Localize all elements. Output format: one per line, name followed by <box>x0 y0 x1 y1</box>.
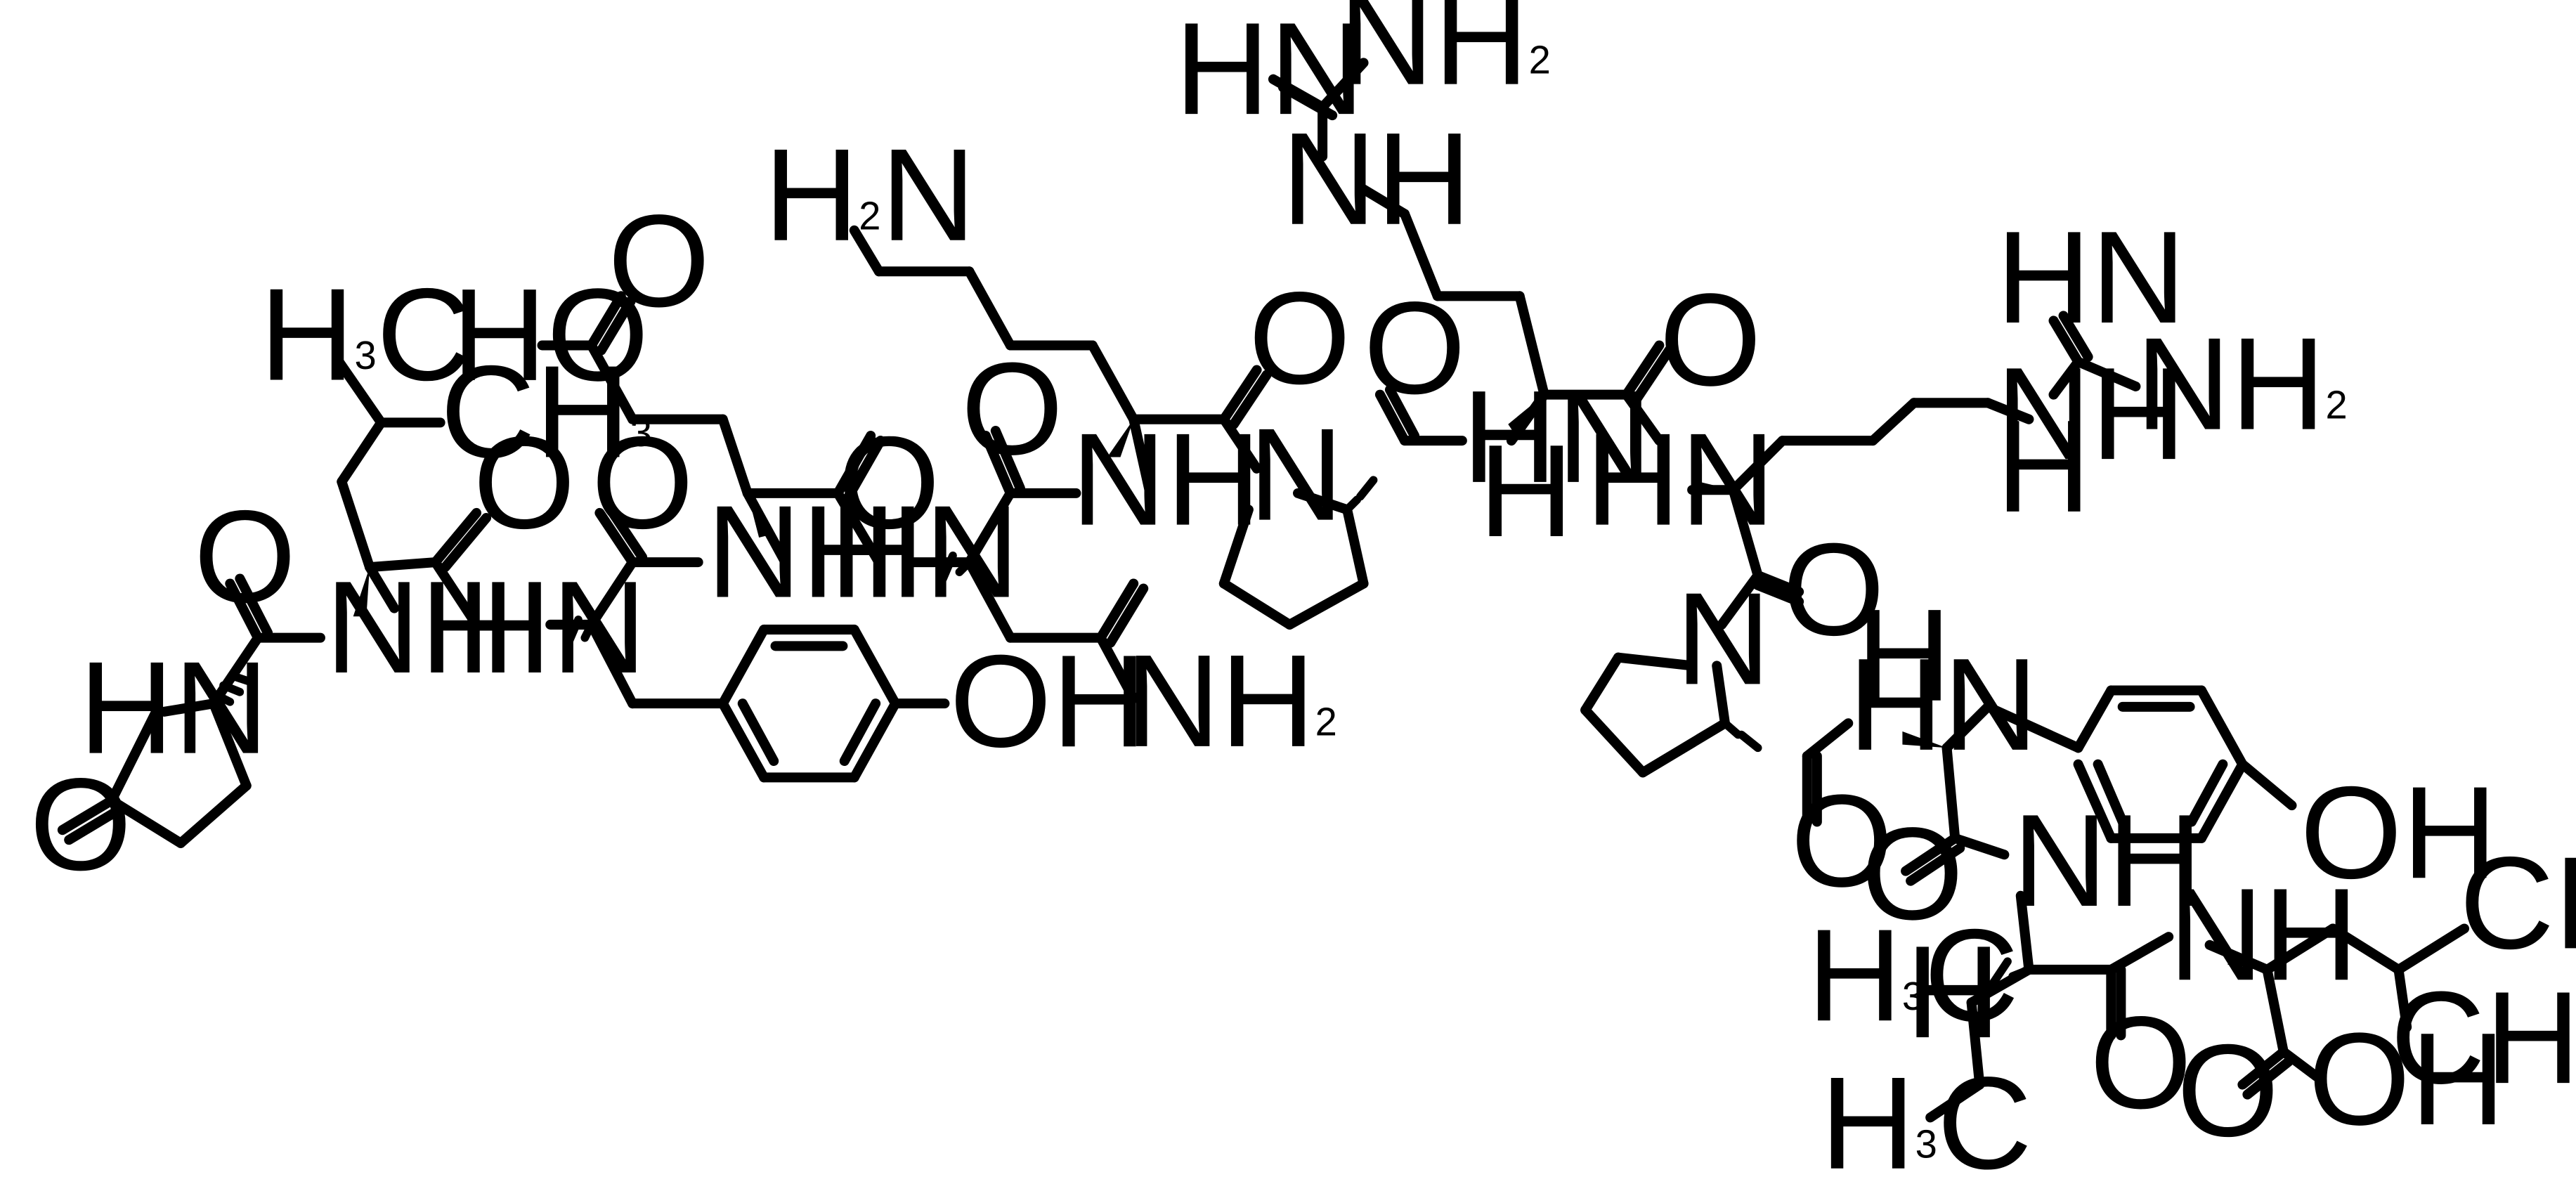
amide-nh-label: NH <box>325 554 515 701</box>
carbonyl-oxygen-label: O <box>592 409 694 556</box>
carbonyl-oxygen-label: O <box>473 409 575 556</box>
amide-nh-label: HN <box>1462 363 1652 510</box>
carbonyl-oxygen-label: O <box>1659 266 1761 413</box>
carbonyl-oxygen-label: O <box>1790 767 1892 914</box>
methyl-label: CH3 <box>2459 830 2576 977</box>
carbonyl-oxygen-label: O <box>2090 989 2192 1136</box>
amide-h-label: H <box>1856 582 1951 729</box>
imine-hn-label: HN <box>1175 0 1365 142</box>
amide-nh-label: HN <box>830 478 1020 625</box>
methyl-label: H3C <box>259 261 471 408</box>
amide-nh-label: NH <box>706 478 896 625</box>
methyl-label: CH3 <box>441 339 652 486</box>
carbonyl-oxygen-label: O <box>1783 516 1885 663</box>
amide-nh-label: HN <box>1848 631 2038 778</box>
carbonyl-oxygen-label: O <box>30 751 131 898</box>
carbonyl-oxygen-label: O <box>1364 275 1466 422</box>
ring-nh-label: HN <box>79 635 268 781</box>
methyl-label: CH3 <box>2390 965 2576 1112</box>
carbonyl-oxygen-label: O <box>1249 265 1351 412</box>
carbonyl-oxygen-label: O <box>961 335 1063 482</box>
methyl-label: H3C <box>1807 902 2019 1049</box>
amide-h-label: H <box>1478 417 1573 564</box>
bond-lines <box>57 58 2470 1123</box>
carbonyl-oxygen-label: O <box>194 483 296 630</box>
ring-nitrogen-label: N <box>1249 401 1344 548</box>
carbonyl-oxygen-label: O <box>2177 1017 2279 1164</box>
guanidine-nh-label: NH <box>1996 340 2186 487</box>
imine-hn-label: HN <box>1996 204 2186 351</box>
guanidine-h-label: H <box>1996 393 2091 540</box>
phenol-oh-label: OH <box>2300 759 2497 906</box>
carbonyl-oxygen-label: O <box>608 188 710 334</box>
carbonyl-oxygen-label: O <box>1861 800 1963 947</box>
amine-nh2-label: NH2 <box>1126 627 1337 774</box>
amide-nh-label: HN <box>457 554 646 701</box>
phenol-oh-label: OH <box>949 627 1147 774</box>
guanidine-nh-label: NH <box>1282 105 1471 252</box>
acid-oh-label: HO <box>452 261 649 408</box>
methyl-label: H3C <box>1821 1050 2032 1177</box>
amine-nh2-label: NH2 <box>2135 311 2347 457</box>
stereo-bonds <box>212 394 2268 991</box>
amide-nh-label: NH <box>2168 861 2358 1008</box>
carbonyl-oxygen-label: O <box>838 409 939 556</box>
acid-oh-label: OH <box>2308 1006 2506 1152</box>
amide-nh-label: NH <box>2012 787 2202 934</box>
stereo-h-label: H <box>1906 918 2001 1065</box>
amine-nh2-label: H2N <box>764 122 975 268</box>
ring-nitrogen-label: N <box>1676 565 1771 712</box>
amide-nh-label: HN <box>1585 406 1775 553</box>
amine-nh2-label: NH2 <box>1339 0 1550 112</box>
amide-nh-label: NH <box>1071 406 1261 553</box>
